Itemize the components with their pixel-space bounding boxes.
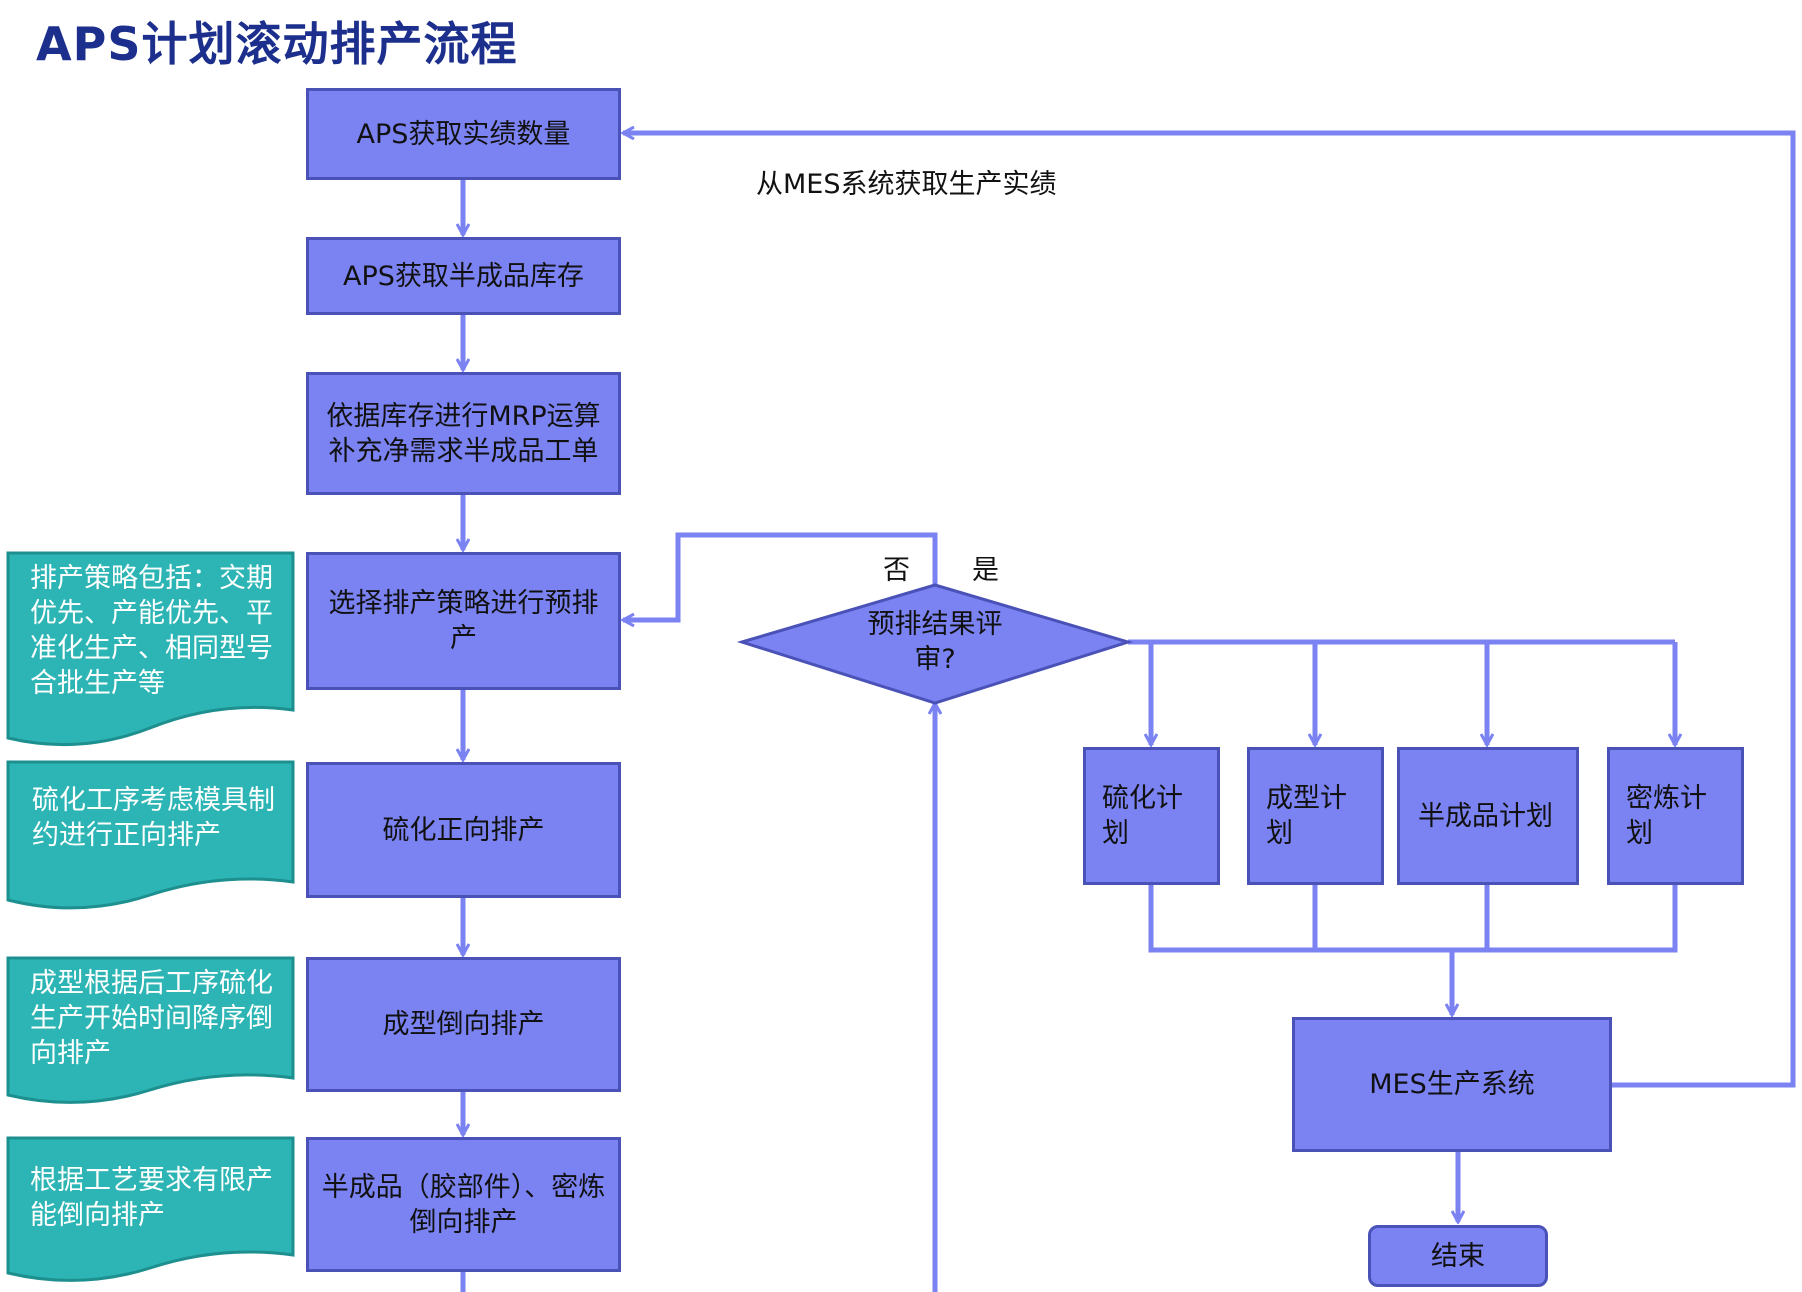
line-plans-merge [1148, 885, 1678, 953]
decision-yes-label: 是 [972, 555, 999, 586]
note-vulcanization: 硫化工序考虑模具制约进行正向排产 [32, 785, 275, 851]
note4-shape [6, 1136, 295, 1282]
note-strategy: 排产策略包括：交期优先、产能优先、平准化生产、相同型号合批生产等 [30, 563, 273, 699]
note-capacity: 根据工艺要求有限产能倒向排产 [30, 1165, 273, 1231]
plan-mixing: 密炼计划 [1607, 747, 1744, 885]
note-building: 成型根据后工序硫化生产开始时间降序倒向排产 [30, 968, 273, 1069]
step-vulcanization-forward: 硫化正向排产 [306, 762, 621, 898]
plan-semi-finished: 半成品计划 [1397, 747, 1579, 885]
note1-shape [6, 551, 295, 747]
decision-no-label: 否 [883, 555, 910, 586]
end-terminal: 结束 [1368, 1225, 1548, 1287]
step-get-wip-inventory: APS获取半成品库存 [306, 237, 621, 315]
decision-diamond [736, 583, 1134, 705]
step-semi-mixing-backward: 半成品（胶部件）、密炼倒向排产 [306, 1137, 621, 1272]
plan-vulcanization: 硫化计划 [1083, 747, 1220, 885]
note2-shape [6, 760, 295, 910]
step-mrp-calculation: 依据库存进行MRP运算补充净需求半成品工单 [306, 372, 621, 495]
feedback-label: 从MES系统获取生产实绩 [756, 169, 1057, 200]
note3-shape [6, 956, 295, 1104]
arrow-no-loop [623, 532, 938, 620]
arrow-mes-feedback [623, 133, 1796, 1088]
mes-system: MES生产系统 [1292, 1017, 1612, 1152]
page-title: APS计划滚动排产流程 [36, 17, 518, 71]
plan-building: 成型计划 [1247, 747, 1384, 885]
step-get-actual-quantity: APS获取实绩数量 [306, 88, 621, 180]
decision-text: 预排结果评审? [867, 609, 1003, 675]
step-select-strategy: 选择排产策略进行预排产 [306, 552, 621, 690]
step-building-backward: 成型倒向排产 [306, 957, 621, 1092]
